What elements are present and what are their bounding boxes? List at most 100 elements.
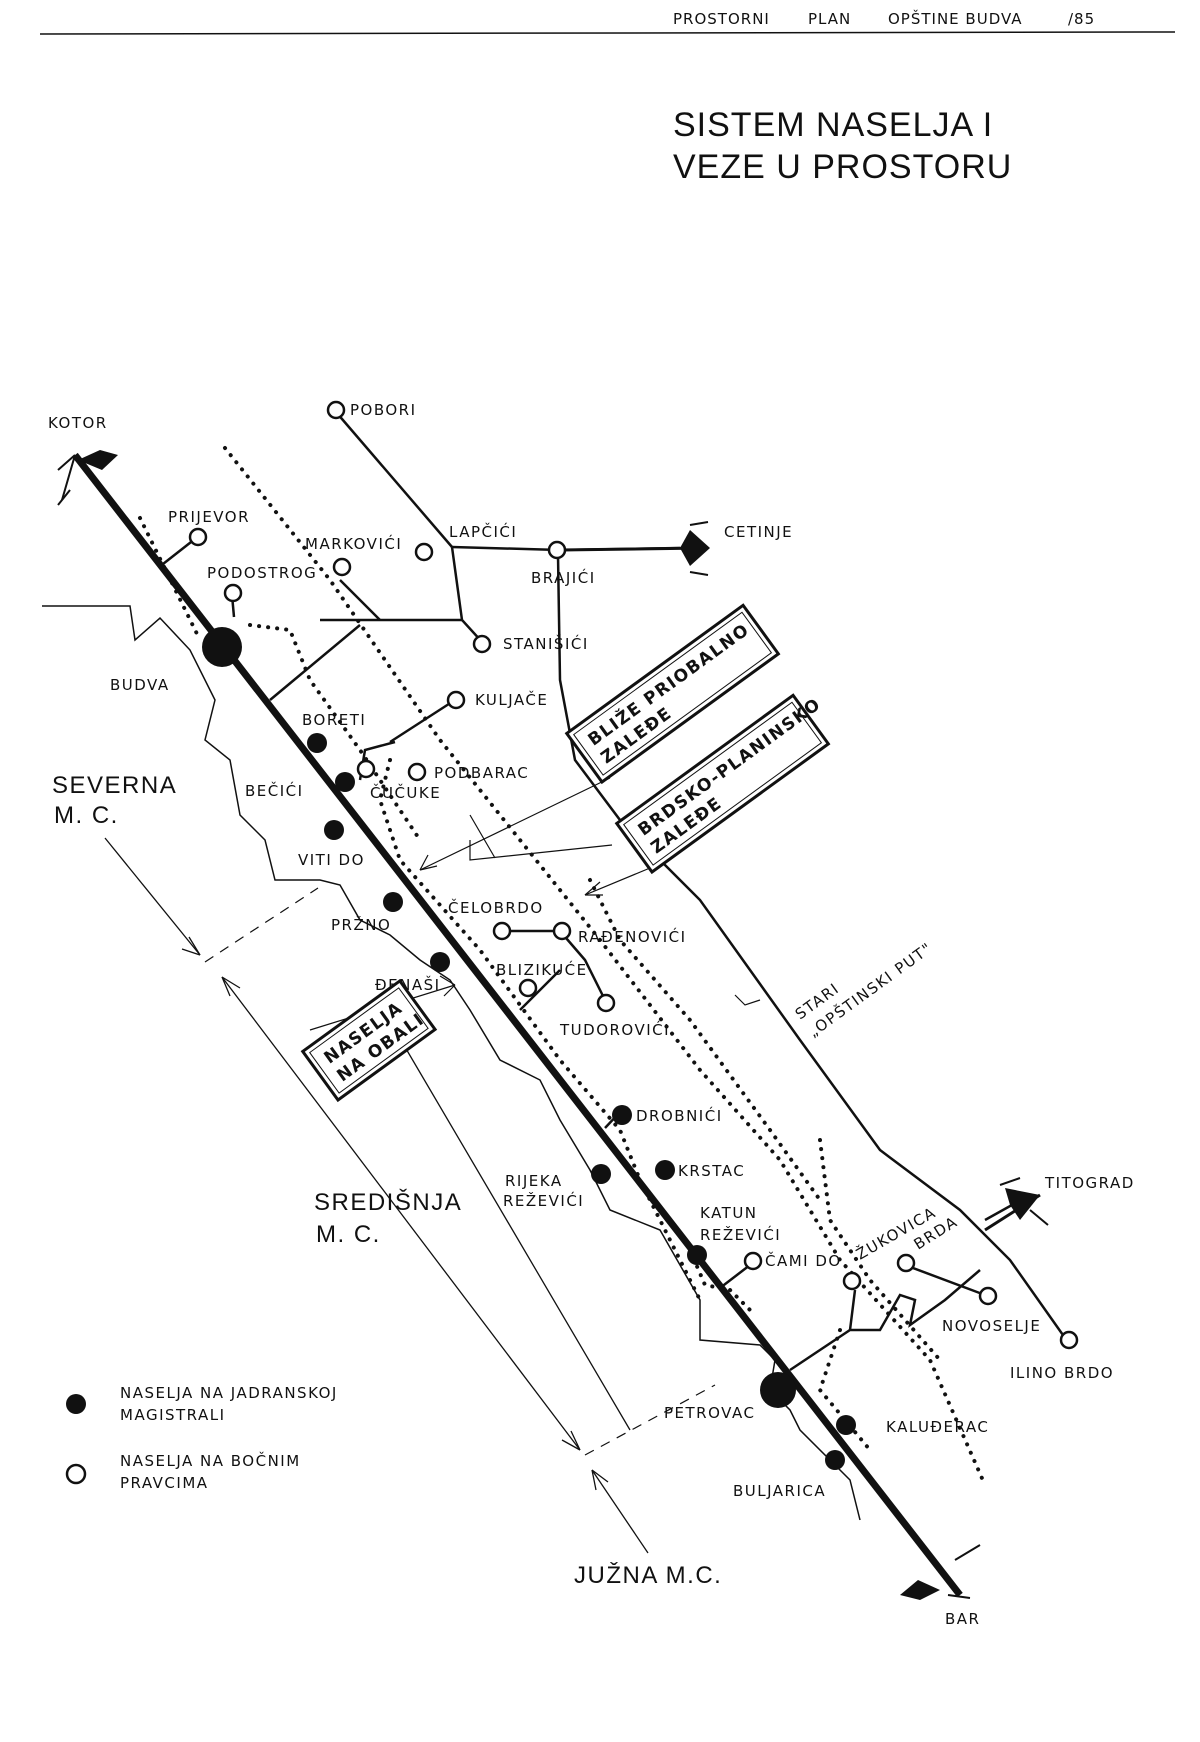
pobori-label: POBORI (350, 401, 417, 419)
dotted-zone-lines (138, 446, 987, 1487)
cetinje-label: CETINJE (724, 523, 793, 541)
celobrdo-marker (492, 921, 512, 941)
severna-label-2: M. C. (54, 802, 119, 829)
zone-extent-lines (104, 837, 649, 1554)
severna-label-1: SEVERNA (52, 772, 177, 799)
ilino-brdo-label: ILINO BRDO (1010, 1364, 1114, 1382)
buljarica-marker (825, 1450, 845, 1470)
podbarac-marker (407, 762, 427, 782)
radjenovici-label: RAĐENOVIĆI (578, 927, 687, 946)
sredisnja-label-2: M. C. (316, 1221, 381, 1248)
direction-labels: KOTOR CETINJE TITOGRAD BAR (48, 414, 1135, 1628)
legend: NASELJA NA JADRANSKOJ MAGISTRALI NASELJA… (65, 1384, 338, 1492)
novoselje-label: NOVOSELJE (942, 1317, 1041, 1335)
petrovac-marker (760, 1372, 796, 1408)
box-blize-priobalno: BLIŽE PRIOBALNO ZALEĐE (564, 603, 781, 785)
juzna-label: JUŽNA M.C. (574, 1562, 722, 1589)
header-middle: PLAN (808, 10, 851, 28)
sredisnja-label-1: SREDIŠNJA (314, 1188, 462, 1216)
krstac-marker (655, 1160, 675, 1180)
podbarac-label: PODBARAC (434, 764, 529, 782)
radjenovici-marker (552, 921, 572, 941)
legend-filled-marker (66, 1394, 86, 1414)
titograd-label: TITOGRAD (1044, 1174, 1135, 1192)
blizikuce-label: BLIZIKUĆE (496, 960, 588, 979)
cami-do-marker (743, 1251, 763, 1271)
title-line-2: VEZE U PROSTORU (673, 148, 1012, 186)
bar-label: BAR (945, 1610, 980, 1628)
highway-settlements (202, 627, 856, 1470)
boreti-marker (307, 733, 327, 753)
przno-marker (383, 892, 403, 912)
lapcici-marker (414, 542, 434, 562)
becici-marker (335, 772, 355, 792)
legend-filled-line-2: MAGISTRALI (120, 1406, 226, 1424)
tudorovici-marker (596, 993, 616, 1013)
legend-hollow-line-1: NASELJA NA BOČNIM (120, 1451, 301, 1470)
brajici-label: BRAJIĆI (531, 568, 596, 587)
legend-hollow-line-2: PRAVCIMA (120, 1474, 209, 1492)
side-route-settlements (188, 400, 1079, 1350)
boreti-label: BORETI (302, 711, 366, 729)
kotor-label: KOTOR (48, 414, 108, 432)
buljarica-label: BULJARICA (733, 1482, 826, 1500)
budva-marker (202, 627, 242, 667)
brajici-marker (547, 540, 567, 560)
kotor-arrow (57, 450, 118, 506)
cetinje-arrow (559, 521, 710, 576)
rijeka-label: RIJEKA (505, 1172, 563, 1190)
box-naselja-na-obali: NASELJA NA OBALI (300, 978, 438, 1103)
bar-arrow (900, 1544, 981, 1600)
novoselje-marker (978, 1286, 998, 1306)
cami-do-label: ČAMI DO (765, 1251, 842, 1270)
page-number: /85 (1068, 10, 1095, 28)
drobnici-label: DROBNIĆI (636, 1106, 723, 1125)
zone-labels: SEVERNA M. C. SREDIŠNJA M. C. JUŽNA M.C. (52, 772, 722, 1589)
djenasi-marker (430, 952, 450, 972)
titograd-arrow (984, 1177, 1049, 1232)
header-left: PROSTORNI (673, 10, 770, 28)
zukovica-marker (842, 1271, 862, 1291)
zone-boundaries (204, 887, 716, 1456)
header-rule (39, 31, 1176, 35)
rezevici-label: REŽEVIĆI (503, 1191, 584, 1210)
lapcici-label: LAPČIĆI (449, 522, 517, 541)
katun-label: KATUN (700, 1204, 758, 1222)
krstac-label: KRSTAC (678, 1162, 745, 1180)
header-right: OPŠTINE BUDVA (888, 9, 1023, 28)
cucuke-label: ČUČUKE (370, 783, 441, 802)
stanisici-label: STANIŠIĆI (503, 634, 589, 653)
prijevor-label: PRIJEVOR (168, 508, 250, 526)
brda-marker (896, 1253, 916, 1273)
ilino-brdo-marker (1059, 1330, 1079, 1350)
markovici-marker (332, 557, 352, 577)
przno-label: PRŽNO (331, 915, 391, 934)
tudorovici-label: TUDOROVIĆI (559, 1020, 670, 1039)
old-road-label: STARI „OPŠTINSKI PUT" (792, 938, 936, 1041)
legend-hollow-marker (65, 1463, 87, 1485)
rijeka-rezevici-marker (591, 1164, 611, 1184)
becici-label: BEČIĆI (245, 781, 304, 800)
viti-do-label: VITI DO (298, 851, 365, 869)
kuljace-label: KULJAČE (475, 690, 548, 709)
katun-rezevici-label: REŽEVIĆI (700, 1225, 781, 1244)
map-title: SISTEM NASELJA I VEZE U PROSTORU (673, 106, 1012, 186)
drobnici-marker (612, 1105, 632, 1125)
budva-label: BUDVA (110, 676, 170, 694)
podostrog-label: PODOSTROG (207, 564, 317, 582)
cucuke-marker (356, 759, 376, 779)
kaluderac-label: KALUĐERAC (886, 1418, 989, 1436)
celobrdo-label: ČELOBRDO (448, 898, 544, 917)
pobori-marker (326, 400, 346, 420)
katun-rezevici-marker (687, 1245, 707, 1265)
blizikuce-marker (518, 978, 538, 998)
petrovac-label: PETROVAC (664, 1404, 755, 1422)
highway-settlement-labels: BUDVA BORETI BEČIĆI VITI DO PRŽNO ĐENAŠI… (110, 676, 989, 1500)
kuljace-marker (446, 690, 466, 710)
kaluderac-marker (836, 1415, 856, 1435)
title-line-1: SISTEM NASELJA I (673, 106, 993, 144)
stanisici-marker (472, 634, 492, 654)
viti-do-marker (324, 820, 344, 840)
legend-filled-line-1: NASELJA NA JADRANSKOJ (120, 1384, 338, 1402)
